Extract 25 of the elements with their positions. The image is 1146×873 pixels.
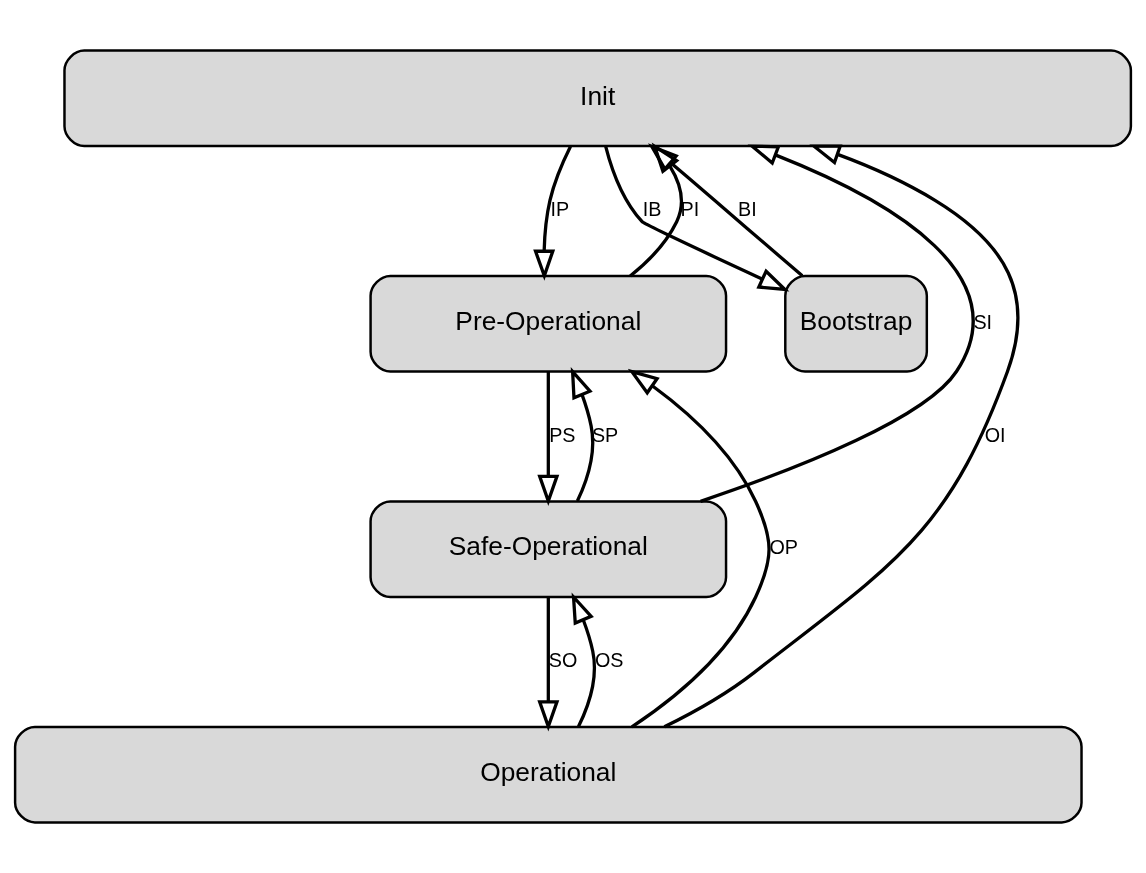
node-box: Init [63,49,1133,148]
node-box: Bootstrap [784,274,929,373]
arrow [537,372,560,507]
edge-label: PS [549,423,576,446]
edge-label: SO [548,649,578,672]
arrow [627,368,771,729]
edge-label: BI [738,198,757,221]
arrow [700,144,975,503]
edge-label: PI [680,198,700,221]
edge-label: OP [769,536,798,559]
node-box: Pre-Operational [369,274,728,373]
arrow [570,367,595,502]
node-box: Operational [13,725,1083,824]
arrow [629,142,684,278]
node-box: Safe-Operational [369,500,728,599]
arrow [604,145,790,292]
arrow [571,592,596,728]
arrow [663,144,1020,729]
arrow [533,145,572,281]
edge-label: OI [984,423,1006,446]
arrow [648,143,804,278]
edge-label: OS [594,649,624,672]
edge-label: IP [550,198,570,221]
arrow [537,597,560,732]
edge-label: IB [642,198,662,221]
